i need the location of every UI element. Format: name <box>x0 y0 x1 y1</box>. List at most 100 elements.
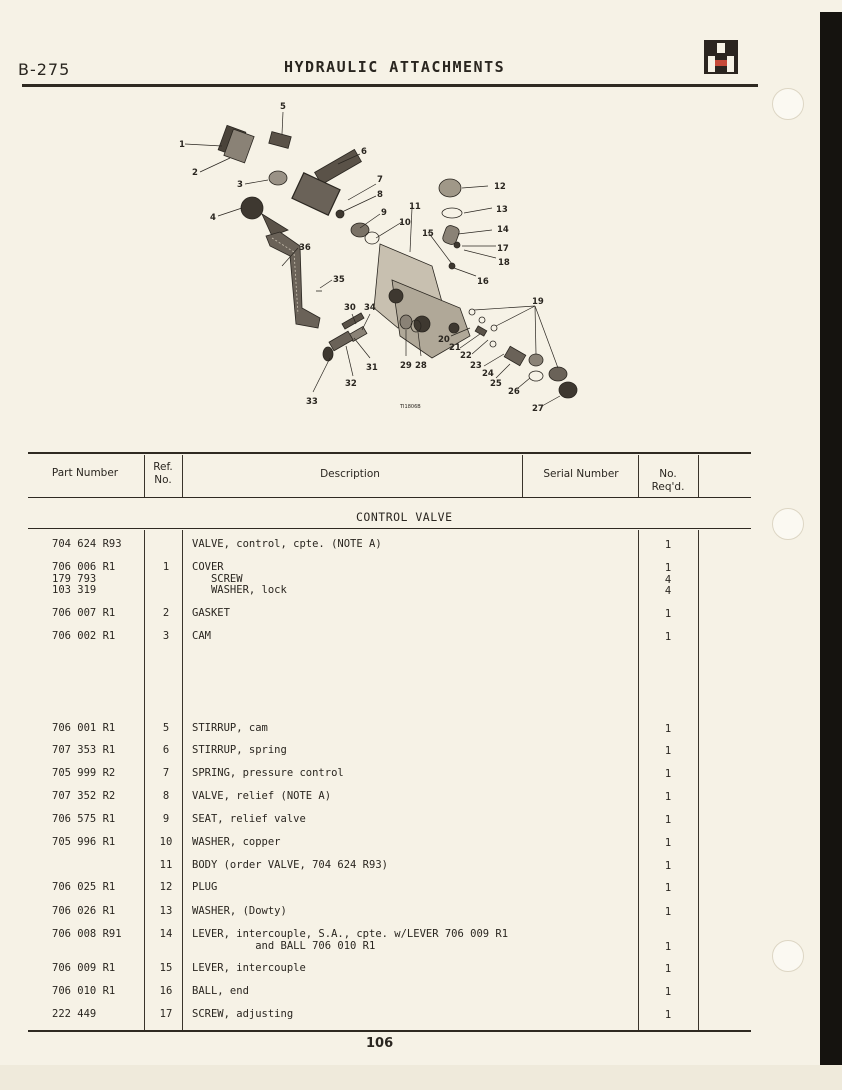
ref-cell: 8 <box>162 790 170 802</box>
binder-hole-middle <box>772 508 804 540</box>
col-divider-end <box>698 530 699 1030</box>
header-serial-number: Serial Number <box>543 468 619 480</box>
col-divider-qty <box>638 530 639 1030</box>
figure-code: TI1806B <box>399 404 421 410</box>
washer-part <box>441 207 463 219</box>
qty-cell: 1 <box>664 791 672 803</box>
svg-text:12: 12 <box>494 182 506 192</box>
svg-text:1: 1 <box>179 140 185 150</box>
svg-text:22: 22 <box>460 351 472 361</box>
svg-text:8: 8 <box>377 190 383 200</box>
page-title: HYDRAULIC ATTACHMENTS <box>284 58 506 76</box>
svg-text:9: 9 <box>381 208 387 218</box>
page-number: 106 <box>366 1036 394 1051</box>
ref-cell: 15 <box>159 962 173 974</box>
svg-text:26: 26 <box>508 387 520 397</box>
description-cell: COVER SCREW WASHER, lock <box>192 561 287 596</box>
description-cell: CAM <box>192 630 211 642</box>
qty-cell: 1 <box>664 906 672 918</box>
page-sheet <box>820 0 821 1065</box>
svg-text:23: 23 <box>470 361 482 371</box>
valve-body-part <box>373 243 471 359</box>
svg-text:36: 36 <box>299 243 311 253</box>
part-number-cell: 706 001 R1 <box>52 722 116 734</box>
qty-cell: 1 <box>664 882 672 894</box>
description-cell: PLUG <box>192 881 218 893</box>
qty-cell: 1 4 4 <box>664 562 672 597</box>
qty-cell: 1 <box>664 631 672 643</box>
svg-text:30: 30 <box>344 303 356 313</box>
svg-text:14: 14 <box>497 225 509 235</box>
svg-text:11: 11 <box>409 202 421 212</box>
col-divider-ref-head <box>144 455 145 497</box>
description-cell: LEVER, intercouple <box>192 962 306 974</box>
part-number-cell: 706 010 R1 <box>52 985 116 997</box>
ref-cell: 2 <box>162 607 170 619</box>
ref-cell: 14 <box>159 928 173 940</box>
ih-logo <box>704 40 738 74</box>
svg-text:29: 29 <box>400 361 412 371</box>
header-qty: No. Req'd. <box>651 468 685 493</box>
table-top-rule <box>28 452 751 454</box>
description-cell: BODY (order VALVE, 704 624 R93) <box>192 859 388 871</box>
ref-cell: 12 <box>159 881 173 893</box>
header-part-number: Part Number <box>51 467 119 479</box>
part-number-cell: 706 009 R1 <box>52 962 116 974</box>
binder-hole-top <box>772 88 804 120</box>
description-cell: GASKET <box>192 607 230 619</box>
description-cell: STIRRUP, cam <box>192 722 268 734</box>
svg-text:35: 35 <box>333 275 345 285</box>
ref-cell: 5 <box>162 722 170 734</box>
svg-text:10: 10 <box>399 218 411 228</box>
description-cell: WASHER, copper <box>192 836 281 848</box>
ref-cell: 9 <box>162 813 170 825</box>
col-divider-desc-head <box>182 455 183 497</box>
lever-arm-part <box>265 231 321 329</box>
svg-text:27: 27 <box>532 404 544 414</box>
lever-intercouple-part <box>442 225 460 245</box>
description-cell: SEAT, relief valve <box>192 813 306 825</box>
description-cell: VALVE, relief (NOTE A) <box>192 790 332 802</box>
page-code: B-275 <box>18 60 71 79</box>
svg-text:18: 18 <box>498 258 510 268</box>
qty-cell: 1 <box>664 837 672 849</box>
col-divider-serial-head <box>522 455 523 497</box>
section-title: CONTROL VALVE <box>356 510 453 524</box>
svg-text:4: 4 <box>210 213 216 223</box>
ref-cell: 6 <box>162 744 170 756</box>
description-cell: WASHER, (Dowty) <box>192 905 287 917</box>
ref-cell: 13 <box>159 905 173 917</box>
svg-text:34: 34 <box>364 303 376 313</box>
part-number-cell: 705 999 R2 <box>52 767 116 779</box>
spring-part <box>291 172 341 216</box>
col-divider-qty-head <box>638 455 639 497</box>
part-number-cell: 706 007 R1 <box>52 607 116 619</box>
stirrup-spring-part <box>314 148 362 186</box>
svg-text:31: 31 <box>366 363 378 373</box>
description-cell: VALVE, control, cpte. (NOTE A) <box>192 538 382 550</box>
qty-cell: 1 <box>664 860 672 872</box>
plug-part <box>438 178 462 198</box>
svg-text:20: 20 <box>438 335 450 345</box>
part-number-cell: 706 006 R1 179 793 103 319 <box>52 561 116 596</box>
col-divider-desc <box>182 530 183 1030</box>
qty-cell: 1 <box>664 940 672 953</box>
scan-corner <box>812 0 842 12</box>
binder-hole-bottom <box>772 940 804 972</box>
col-divider-ref <box>144 530 145 1030</box>
part-number-cell: 706 025 R1 <box>52 881 116 893</box>
cover-part <box>217 124 255 164</box>
qty-cell: 1 <box>664 963 672 975</box>
part-number-cell: 706 002 R1 <box>52 630 116 642</box>
qty-cell: 1 <box>664 814 672 826</box>
ref-cell: 16 <box>159 985 173 997</box>
part-number-cell: 705 996 R1 <box>52 836 116 848</box>
handle-ball-part <box>240 196 264 220</box>
ref-cell: 7 <box>162 767 170 779</box>
description-cell: BALL, end <box>192 985 249 997</box>
part-number-cell: 706 575 R1 <box>52 813 116 825</box>
qty-cell: 1 <box>664 723 672 735</box>
ref-cell: 3 <box>162 630 170 642</box>
svg-text:15: 15 <box>422 229 434 239</box>
qty-cell: 1 <box>664 608 672 620</box>
